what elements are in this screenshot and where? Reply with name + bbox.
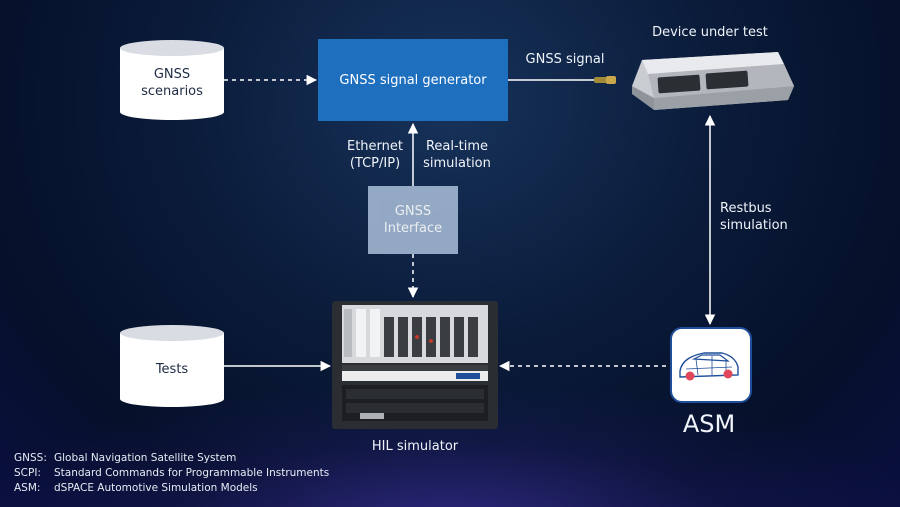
hil-simulator-rack-image	[332, 301, 498, 429]
asm-icon-box	[670, 327, 752, 403]
gnss-interface-box: GNSS Interface	[368, 186, 458, 254]
legend-row: SCPI:Standard Commands for Programmable …	[14, 467, 330, 479]
legend-row: ASM:dSPACE Automotive Simulation Models	[14, 482, 258, 494]
legend-row: GNSS:Global Navigation Satellite System	[14, 452, 237, 464]
gnss-signal-generator-label: GNSS signal generator	[339, 72, 487, 88]
abbreviation-legend: GNSS:Global Navigation Satellite System …	[14, 451, 329, 496]
gnss-scenarios-cylinder: GNSS scenarios	[120, 40, 224, 120]
tests-cylinder: Tests	[120, 325, 224, 407]
gnss-scenarios-label: GNSS scenarios	[141, 67, 203, 99]
tests-label: Tests	[155, 361, 189, 377]
asm-label: ASM	[682, 410, 736, 438]
car-model-icon	[679, 352, 739, 381]
gnss-signal-label: GNSS signal	[525, 52, 605, 67]
gnss-signal-generator-box: GNSS signal generator	[318, 39, 508, 121]
ecu-device-image	[632, 52, 794, 110]
hil-simulator-label: HIL simulator	[371, 439, 459, 454]
restbus-simulation-label: Restbus simulation	[720, 201, 788, 233]
realtime-simulation-label: Real-time simulation	[423, 139, 491, 171]
device-under-test-label: Device under test	[652, 25, 768, 40]
gnss-interface-label: GNSS Interface	[383, 204, 443, 236]
rf-connector	[594, 77, 608, 83]
ethernet-label: Ethernet (TCP/IP)	[347, 139, 403, 171]
